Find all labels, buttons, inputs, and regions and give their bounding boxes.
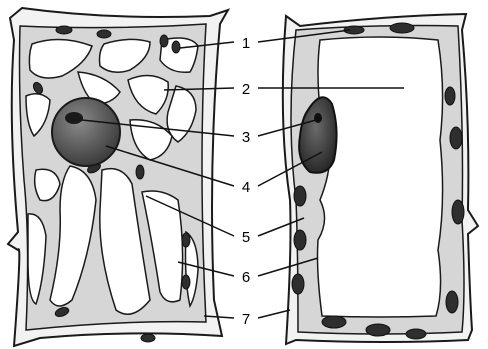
right-cell	[283, 14, 478, 344]
plastid	[390, 23, 414, 33]
plastid	[182, 233, 190, 247]
plastid	[136, 165, 144, 179]
callout-1: 1	[242, 35, 250, 52]
plastid	[294, 186, 306, 206]
plastid	[322, 316, 346, 328]
plastid	[366, 324, 390, 336]
callout-5: 5	[242, 229, 250, 246]
callout-3: 3	[242, 129, 250, 146]
plastid	[172, 41, 180, 53]
plastid	[450, 127, 462, 149]
leader-line-7	[258, 310, 290, 318]
right-nucleolus	[314, 113, 322, 123]
plastid	[452, 200, 464, 224]
left-nucleus	[52, 98, 120, 166]
plastid	[445, 87, 455, 105]
callout-labels: 1 2 3 4 5 6 7	[242, 35, 250, 328]
callout-6: 6	[242, 269, 250, 286]
callout-2: 2	[242, 81, 250, 98]
plastid	[160, 35, 168, 47]
plastid	[446, 291, 458, 313]
callout-7: 7	[242, 311, 250, 328]
plastid	[97, 30, 111, 38]
callout-4: 4	[242, 179, 250, 196]
plastid	[292, 274, 304, 294]
plastid	[294, 230, 306, 250]
plastid	[56, 26, 72, 34]
plastid	[141, 334, 155, 342]
left-nucleolus	[65, 112, 83, 124]
plastid	[406, 329, 426, 339]
plastid	[182, 275, 190, 289]
right-central-vacuole	[318, 37, 443, 317]
left-cell	[8, 8, 228, 346]
